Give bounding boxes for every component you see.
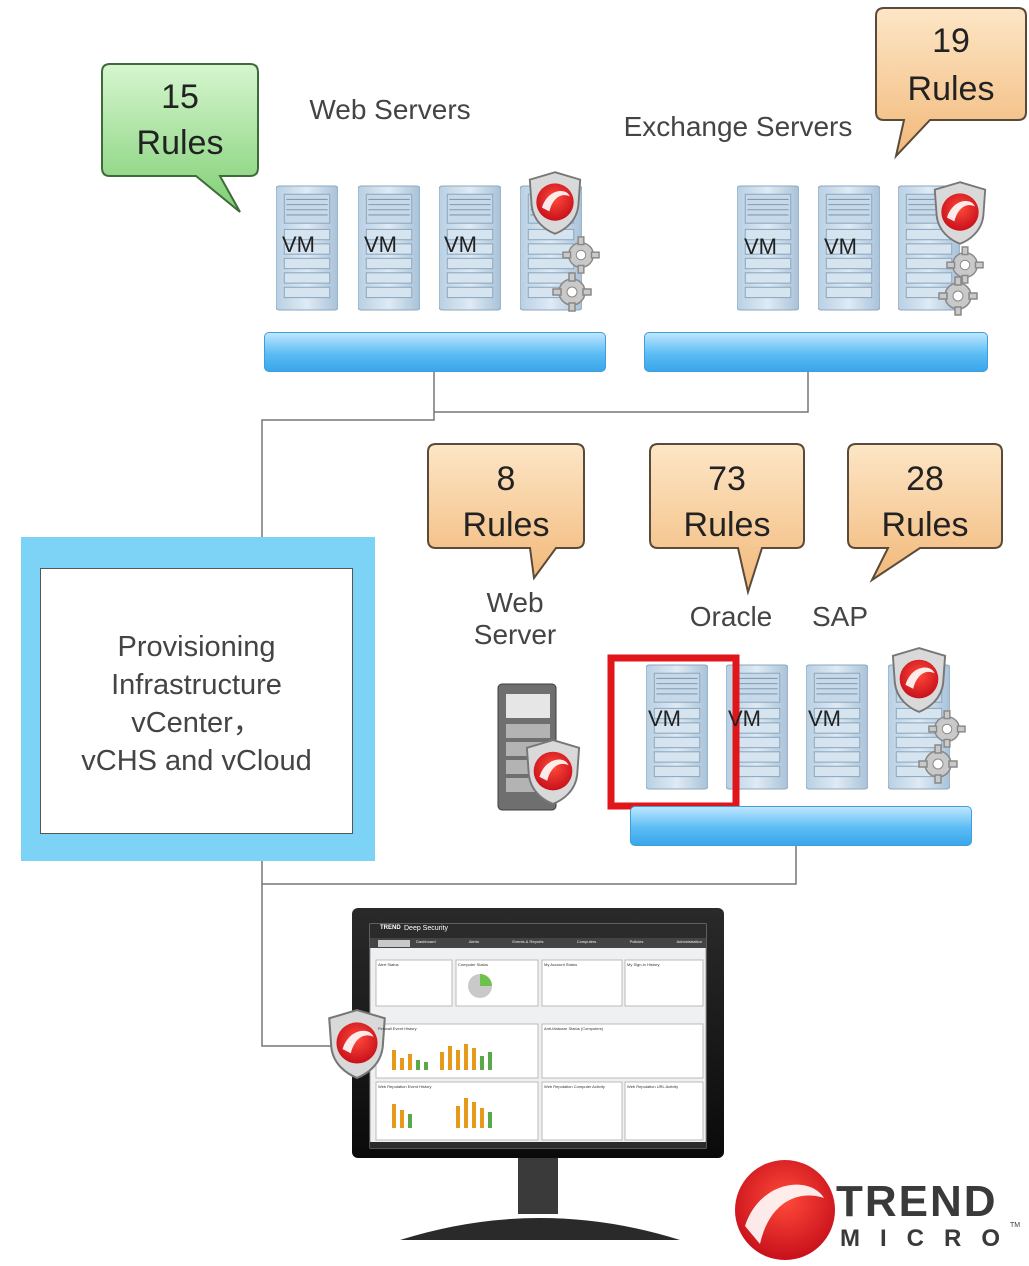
widget-title: Web Reputation Event History (378, 1084, 432, 1089)
vm-label: VM (808, 706, 841, 731)
web-server-rules-word: Rules (462, 506, 550, 544)
vm-label: VM (728, 706, 761, 731)
speech-bubble-sap (847, 443, 1003, 583)
console-tabs: Dashboard Alerts Events & Reports Comput… (416, 939, 702, 944)
provisioning-line2: Infrastructure (111, 669, 282, 701)
vm-label: VM (744, 234, 777, 259)
widget-title: My Account Status (544, 962, 578, 967)
vm-label: VM (282, 232, 315, 257)
speech-bubble-exchange (875, 7, 1027, 160)
provisioning-line1: Provisioning (117, 631, 276, 663)
console-tab[interactable]: Policies (629, 939, 644, 944)
provisioning-panel (40, 568, 353, 834)
web-servers-rules-word: Rules (136, 124, 224, 162)
provisioning-line3: vCenter， (131, 707, 262, 739)
web-servers-rules-count: 15 (161, 78, 199, 116)
console-tab[interactable]: Alerts (468, 939, 480, 944)
network-switch (264, 332, 606, 372)
vm-label: VM (824, 234, 857, 259)
exchange-rules-word: Rules (907, 70, 995, 108)
trend-micro-logo-icon (735, 1160, 835, 1260)
exchange-rules-count: 19 (932, 22, 970, 60)
network-wires (261, 370, 809, 1047)
widget-title: My Sign-in History (627, 962, 660, 967)
widget-title: Firewall Event History (378, 1026, 417, 1031)
logo-micro-text: MICRO (840, 1225, 1020, 1252)
exchange-servers-label: Exchange Servers (623, 111, 853, 142)
sap-label: SAP (811, 601, 869, 632)
vm-label: VM (444, 232, 477, 257)
speech-bubble-web-server (427, 443, 585, 581)
management-monitor (352, 908, 724, 1240)
speech-bubble-oracle (649, 443, 805, 596)
widget-title: Anti-Malware Status (Computers) (544, 1026, 604, 1031)
widget-title: Web Reputation URL Activity (627, 1084, 679, 1089)
console-title: Deep Security (404, 925, 448, 932)
sap-rules-count: 28 (906, 460, 944, 498)
sap-rules-word: Rules (881, 506, 969, 544)
widget-title: Computer Status (458, 962, 489, 967)
web-server-rules-count: 8 (496, 460, 516, 498)
web-servers-label: Web Servers (309, 94, 471, 125)
oracle-rules-word: Rules (683, 506, 771, 544)
console-tab[interactable]: Dashboard (416, 939, 436, 944)
widget-title: Web Reputation Computer Activity (544, 1084, 605, 1089)
logo-tm-text: TM (1010, 1222, 1021, 1229)
console-brand: TREND (380, 925, 401, 931)
network-switch (630, 806, 972, 846)
logo-trend-text: TREND (836, 1177, 998, 1226)
console-tab[interactable]: Computers (576, 939, 597, 944)
web-server-label-line2: Server (473, 619, 557, 650)
provisioning-text: Provisioning Infrastructure vCenter， vCH… (40, 628, 353, 780)
widget-title: Alert Status (378, 962, 399, 967)
oracle-label: Oracle (689, 601, 773, 632)
network-switch (644, 332, 988, 372)
vm-label: VM (364, 232, 397, 257)
vm-label: VM (648, 706, 681, 731)
oracle-rules-count: 73 (708, 460, 746, 498)
provisioning-line4: vCHS and vCloud (81, 745, 312, 777)
speech-bubble-green (101, 63, 259, 213)
console-tab[interactable]: Events & Reports (512, 939, 544, 944)
web-server-label-line1: Web (486, 587, 544, 618)
console-tab[interactable]: Administration (676, 939, 702, 944)
